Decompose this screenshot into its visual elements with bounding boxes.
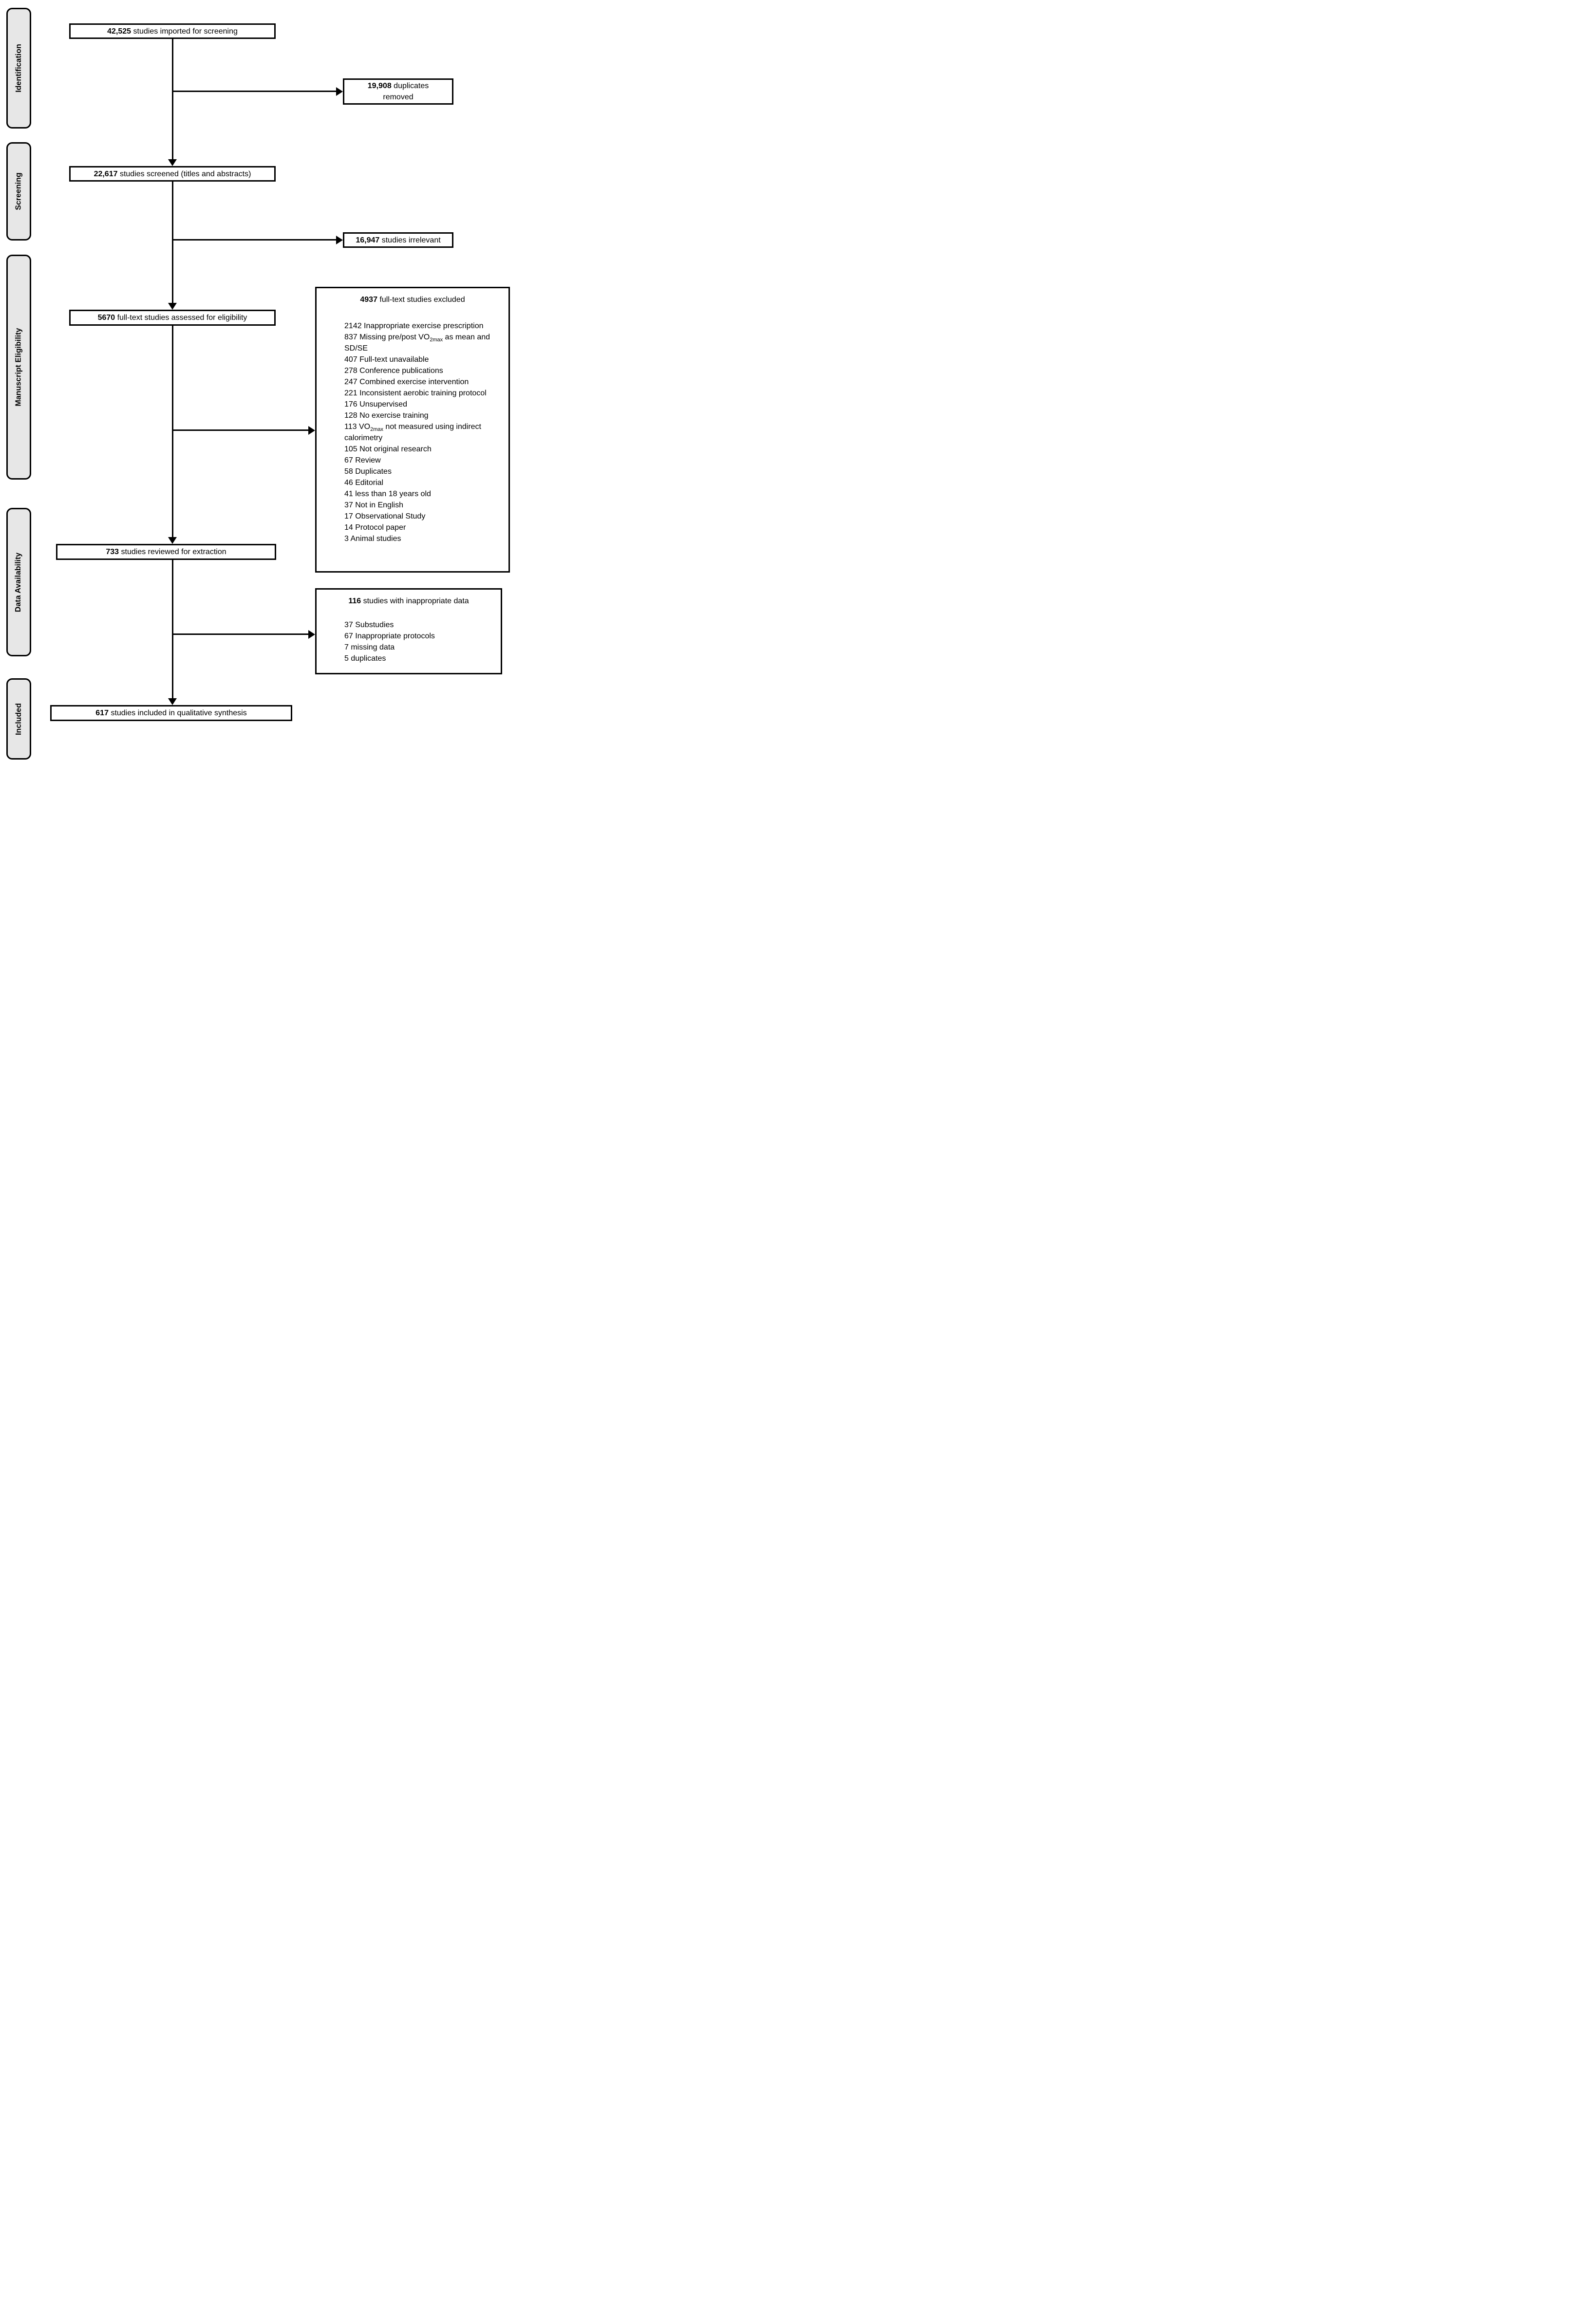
arrow-right-icon [308,426,315,435]
stage-label: Data Availability [14,552,23,612]
arrow-down-icon [168,698,177,705]
flow-line-vertical [172,560,173,700]
exclusion-reason-item: 67 Review [344,456,381,465]
exclusion-reason-item: 407 Full-text unavailable [344,355,429,364]
box-fulltext-assessed: 5670 full-text studies assessed for elig… [69,310,276,326]
box-text: studies screened (titles and abstracts) [119,169,251,178]
box-number: 116 [348,597,361,605]
box-text-line: 617 studies included in qualitative synt… [95,707,246,719]
stage-label: Screening [14,172,23,210]
exclusion-reason-item: 176 Unsupervised [344,400,407,409]
stage-manuscript-eligibility: Manuscript Eligibility [6,255,31,480]
box-number: 16,947 [356,236,380,244]
box-text: studies included in qualitative synthesi… [111,709,247,717]
stage-screening: Screening [6,142,31,241]
box-studies-screened: 22,617 studies screened (titles and abst… [69,166,276,182]
excluded-header: 4937 full-text studies excluded [317,288,508,305]
box-studies-included: 617 studies included in qualitative synt… [50,705,292,721]
box-text-line: 5670 full-text studies assessed for elig… [98,312,247,323]
box-number: 733 [106,548,119,556]
box-studies-irrelevant: 16,947 studies irrelevant [343,232,453,248]
stage-label: Included [14,703,23,735]
arrow-right-icon [308,630,315,639]
exclusion-reason-item: 17 Observational Study [344,512,426,521]
box-text-line: 16,947 studies irrelevant [356,235,440,246]
box-text: duplicates removed [383,82,429,101]
exclusion-reason-item: 41 less than 18 years old [344,490,431,498]
box-number: 4937 [360,296,377,304]
exclusion-reason-item: 37 Substudies [344,621,394,629]
flow-line-horizontal [172,239,336,241]
inappropriate-reasons-list: 37 Substudies 67 Inappropriate protocols 7… [317,619,501,664]
box-number: 22,617 [94,169,118,178]
exclusion-reason-item: 3 Animal studies [344,535,401,543]
arrow-right-icon [336,87,343,96]
exclusion-reason-item: 67 Inappropriate protocols [344,632,435,640]
box-text: full-text studies assessed for eligibili… [117,314,247,322]
box-fulltext-excluded: 4937 full-text studies excluded 2142 Ina… [315,287,510,573]
exclusion-reason-item: 37 Not in English [344,501,403,509]
stage-label: Identification [14,44,23,93]
box-text-line: 42,525 studies imported for screening [107,26,238,37]
exclusion-reason-item: 278 Conference publications [344,367,443,375]
exclusion-reasons-list: 2142 Inappropriate exercise prescription… [317,320,508,544]
arrow-right-icon [336,236,343,244]
exclusion-reason-item: 5 duplicates [344,654,386,663]
exclusion-reason-item: 837 Missing pre/post VO2max as mean and … [344,333,490,353]
exclusion-reason-item: 128 No exercise training [344,411,429,420]
box-text: studies reviewed for extraction [121,548,226,556]
exclusion-reason-item: 221 Inconsistent aerobic training protoc… [344,389,487,397]
stage-label: Manuscript Eligibility [14,328,23,407]
box-number: 5670 [97,314,115,322]
inappropriate-header: 116 studies with inappropriate data [317,590,501,607]
arrow-down-icon [168,303,177,310]
exclusion-reason-item: 58 Duplicates [344,467,392,476]
flow-line-vertical [172,182,173,304]
stage-data-availability: Data Availability [6,508,31,656]
box-inappropriate-data: 116 studies with inappropriate data 37 S… [315,588,502,674]
exclusion-reason-item: 7 missing data [344,643,395,651]
exclusion-reason-item: 46 Editorial [344,479,384,487]
arrow-down-icon [168,537,177,544]
box-text: studies irrelevant [381,236,441,244]
exclusion-reason-item: 113 VO2max not measured using indirect c… [344,423,481,442]
exclusion-reason-item: 14 Protocol paper [344,523,406,532]
exclusion-reason-item: 105 Not original research [344,445,432,453]
box-text: full-text studies excluded [379,296,465,304]
flow-line-vertical [172,326,173,539]
exclusion-reason-item: 247 Combined exercise intervention [344,378,469,386]
box-number: 42,525 [107,27,132,36]
box-text-line: 22,617 studies screened (titles and abst… [94,168,251,180]
box-studies-imported: 42,525 studies imported for screening [69,23,276,39]
stage-included: Included [6,678,31,760]
stage-identification: Identification [6,8,31,129]
flow-line-vertical [172,39,173,161]
flow-line-horizontal [172,91,336,92]
box-text: studies with inappropriate data [363,597,469,605]
flow-line-horizontal [172,633,308,635]
flow-line-horizontal [172,429,308,431]
exclusion-reason-item: 2142 Inappropriate exercise prescription [344,322,484,330]
box-text-line: 733 studies reviewed for extraction [106,546,226,558]
box-number: 617 [95,709,109,717]
box-text-line: 19,908 duplicates removed [357,80,439,103]
box-text: studies imported for screening [133,27,238,36]
box-studies-reviewed: 733 studies reviewed for extraction [56,544,276,560]
box-number: 19,908 [367,82,392,90]
arrow-down-icon [168,159,177,166]
prisma-flow-diagram: Identification Screening Manuscript Elig… [0,0,527,775]
box-duplicates-removed: 19,908 duplicates removed [343,78,453,105]
